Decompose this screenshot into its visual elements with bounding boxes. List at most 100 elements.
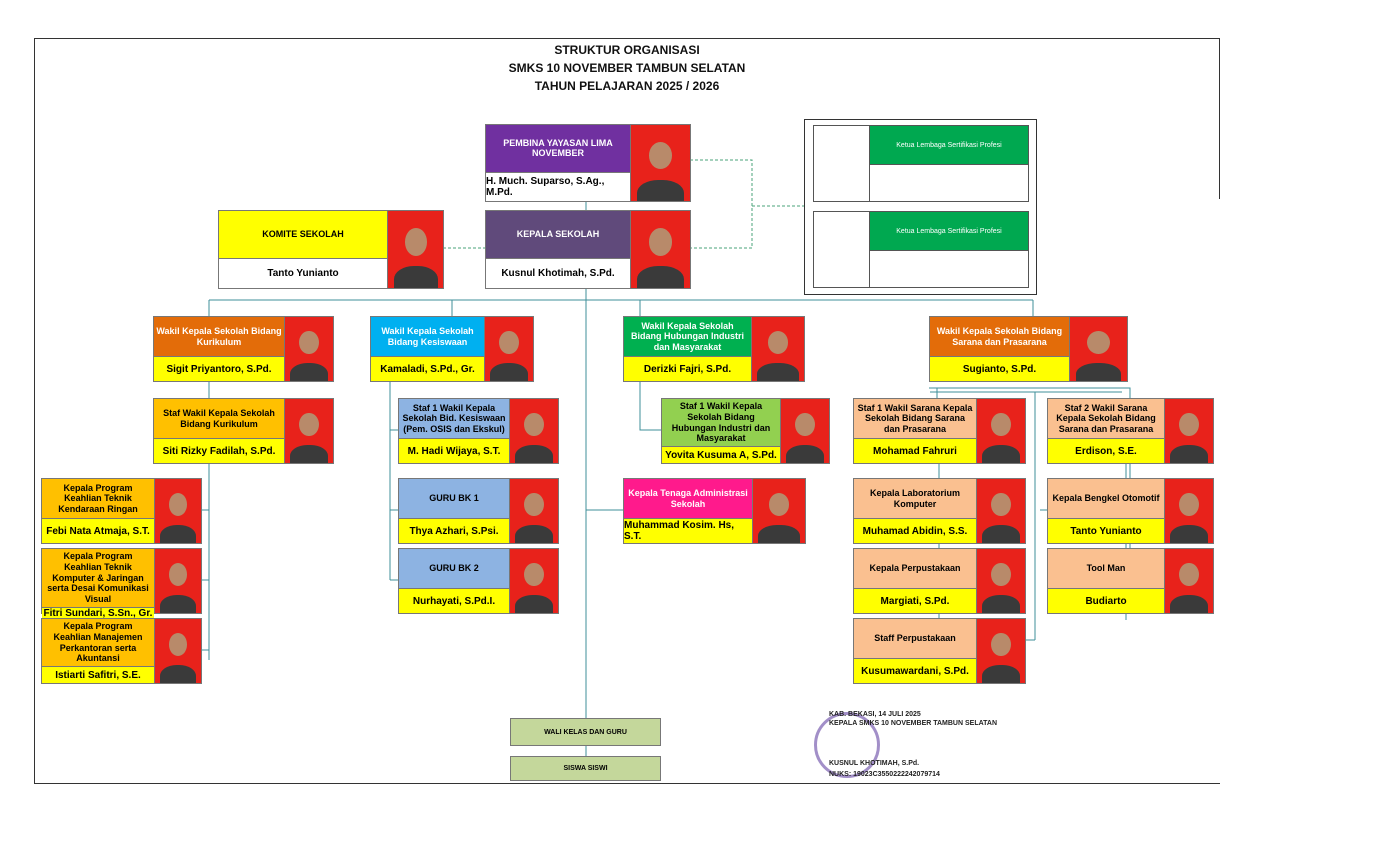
position-title: Wakil Kepala Sekolah Bidang Sarana dan P… bbox=[930, 317, 1069, 358]
org-card-staf-hubin: Staf 1 Wakil Kepala Sekolah Bidang Hubun… bbox=[661, 398, 830, 464]
person-name: Fitri Sundari, S.Sn., Gr. bbox=[42, 607, 154, 619]
signature-place-date: KAB. BEKASI, 14 JULI 2025 bbox=[829, 711, 921, 718]
position-title: Wakil Kepala Sekolah Bidang Kesiswaan bbox=[371, 317, 484, 358]
person-name: Sugianto, S.Pd. bbox=[930, 357, 1069, 381]
signature-role: KEPALA SMKS 10 NOVEMBER TAMBUN SELATAN bbox=[829, 720, 998, 727]
person-photo bbox=[1165, 479, 1213, 543]
lsp-box-1: Ketua Lembaga Sertifikasi Profesi bbox=[813, 125, 1029, 202]
position-title: Wakil Kepala Sekolah Bidang Kurikulum bbox=[154, 317, 284, 358]
position-title: Staf 1 Wakil Kepala Sekolah Bidang Hubun… bbox=[662, 399, 780, 448]
person-photo bbox=[155, 549, 201, 613]
org-card-staf-kesiswaan: Staf 1 Wakil Kepala Sekolah Bid. Kesiswa… bbox=[398, 398, 559, 464]
person-photo bbox=[285, 317, 333, 381]
person-photo bbox=[510, 479, 558, 543]
person-name: Thya Azhari, S.Psi. bbox=[399, 519, 509, 543]
wali-kelas-box: WALI KELAS DAN GURU bbox=[510, 718, 661, 746]
person-name: Siti Rizky Fadilah, S.Pd. bbox=[154, 439, 284, 463]
person-photo bbox=[1165, 549, 1213, 613]
position-title: Kepala Program Keahlian Manajemen Perkan… bbox=[42, 619, 154, 668]
lsp-label-1: Ketua Lembaga Sertifikasi Profesi bbox=[869, 126, 1028, 164]
lsp-container: Ketua Lembaga Sertifikasi Profesi Ketua … bbox=[804, 119, 1037, 295]
position-title: Kepala Tenaga Administrasi Sekolah bbox=[624, 479, 752, 520]
person-name: Kusumawardani, S.Pd. bbox=[854, 659, 976, 683]
person-name: Budiarto bbox=[1048, 589, 1164, 613]
person-photo bbox=[631, 125, 690, 201]
person-photo bbox=[510, 399, 558, 463]
org-card-kaprog-tkj: Kepala Program Keahlian Teknik Komputer … bbox=[41, 548, 202, 619]
person-photo bbox=[155, 619, 201, 683]
signature-nuks: NUKS: 19023C3550222242079714 bbox=[829, 771, 940, 778]
position-title: KEPALA SEKOLAH bbox=[486, 211, 630, 260]
person-name: Muhamad Abidin, S.S. bbox=[854, 519, 976, 543]
person-photo bbox=[977, 549, 1025, 613]
position-title: GURU BK 1 bbox=[399, 479, 509, 520]
org-card-wakil-sarana: Wakil Kepala Sekolah Bidang Sarana dan P… bbox=[929, 316, 1128, 382]
person-photo bbox=[631, 211, 690, 288]
school-stamp bbox=[814, 712, 880, 778]
person-photo bbox=[977, 399, 1025, 463]
org-card-wakil-hubin: Wakil Kepala Sekolah Bidang Hubungan Ind… bbox=[623, 316, 805, 382]
person-name: Derizki Fajri, S.Pd. bbox=[624, 357, 751, 381]
person-name: Erdison, S.E. bbox=[1048, 439, 1164, 463]
position-title: Staf 2 Wakil Sarana Kepala Sekolah Bidan… bbox=[1048, 399, 1164, 440]
siswa-box: SISWA SISWI bbox=[510, 756, 661, 781]
position-title: Wakil Kepala Sekolah Bidang Hubungan Ind… bbox=[624, 317, 751, 358]
position-title: Kepala Laboratorium Komputer bbox=[854, 479, 976, 520]
person-name: Tanto Yunianto bbox=[219, 259, 387, 288]
person-name: Margiati, S.Pd. bbox=[854, 589, 976, 613]
position-title: Kepala Bengkel Otomotif bbox=[1048, 479, 1164, 520]
person-photo bbox=[510, 549, 558, 613]
person-photo bbox=[1165, 399, 1213, 463]
signature-name: KUSNUL KHOTIMAH, S.Pd. bbox=[829, 760, 920, 767]
position-title: Kepala Program Keahlian Teknik Komputer … bbox=[42, 549, 154, 608]
title-line-2: SMKS 10 NOVEMBER TAMBUN SELATAN bbox=[508, 61, 746, 75]
position-title: Staff Perpustakaan bbox=[854, 619, 976, 660]
org-card-staf2-sarana: Staf 2 Wakil Sarana Kepala Sekolah Bidan… bbox=[1047, 398, 1214, 464]
document-frame bbox=[34, 38, 1220, 784]
person-name: Muhammad Kosim. Hs, S.T. bbox=[624, 519, 752, 543]
position-title: PEMBINA YAYASAN LIMA NOVEMBER bbox=[486, 125, 630, 173]
lsp-box-2: Ketua Lembaga Sertifikasi Profesi bbox=[813, 211, 1029, 288]
lsp-label-2: Ketua Lembaga Sertifikasi Profesi bbox=[869, 212, 1028, 250]
person-name: Febi Nata Atmaja, S.T. bbox=[42, 519, 154, 543]
person-name: M. Hadi Wijaya, S.T. bbox=[399, 439, 509, 463]
person-photo bbox=[485, 317, 533, 381]
person-name: Mohamad Fahruri bbox=[854, 439, 976, 463]
position-title: Staf 1 Wakil Sarana Kepala Sekolah Bidan… bbox=[854, 399, 976, 440]
person-photo bbox=[977, 479, 1025, 543]
person-name: Yovita Kusuma A, S.Pd. bbox=[662, 447, 780, 463]
person-photo bbox=[388, 211, 443, 288]
title-line-3: TAHUN PELAJARAN 2025 / 2026 bbox=[534, 79, 720, 93]
person-photo bbox=[753, 479, 805, 543]
position-title: Staf 1 Wakil Kepala Sekolah Bid. Kesiswa… bbox=[399, 399, 509, 440]
person-name: Nurhayati, S.Pd.I. bbox=[399, 589, 509, 613]
person-photo bbox=[1070, 317, 1127, 381]
person-name: H. Much. Suparso, S.Ag., M.Pd. bbox=[486, 172, 630, 201]
person-photo bbox=[752, 317, 804, 381]
org-card-staf-kurikulum: Staf Wakil Kepala Sekolah Bidang Kurikul… bbox=[153, 398, 334, 464]
position-title: KOMITE SEKOLAH bbox=[219, 211, 387, 260]
person-photo bbox=[285, 399, 333, 463]
person-name: Istiarti Safitri, S.E. bbox=[42, 667, 154, 683]
org-card-kaprog-tkr: Kepala Program Keahlian Teknik Kendaraan… bbox=[41, 478, 202, 544]
position-title: Staf Wakil Kepala Sekolah Bidang Kurikul… bbox=[154, 399, 284, 440]
position-title: GURU BK 2 bbox=[399, 549, 509, 590]
position-title: Kepala Program Keahlian Teknik Kendaraan… bbox=[42, 479, 154, 520]
person-name: Sigit Priyantoro, S.Pd. bbox=[154, 357, 284, 381]
person-name: Kusnul Khotimah, S.Pd. bbox=[486, 259, 630, 288]
position-title: Tool Man bbox=[1048, 549, 1164, 590]
person-name: Kamaladi, S.Pd., Gr. bbox=[371, 357, 484, 381]
person-photo bbox=[977, 619, 1025, 683]
